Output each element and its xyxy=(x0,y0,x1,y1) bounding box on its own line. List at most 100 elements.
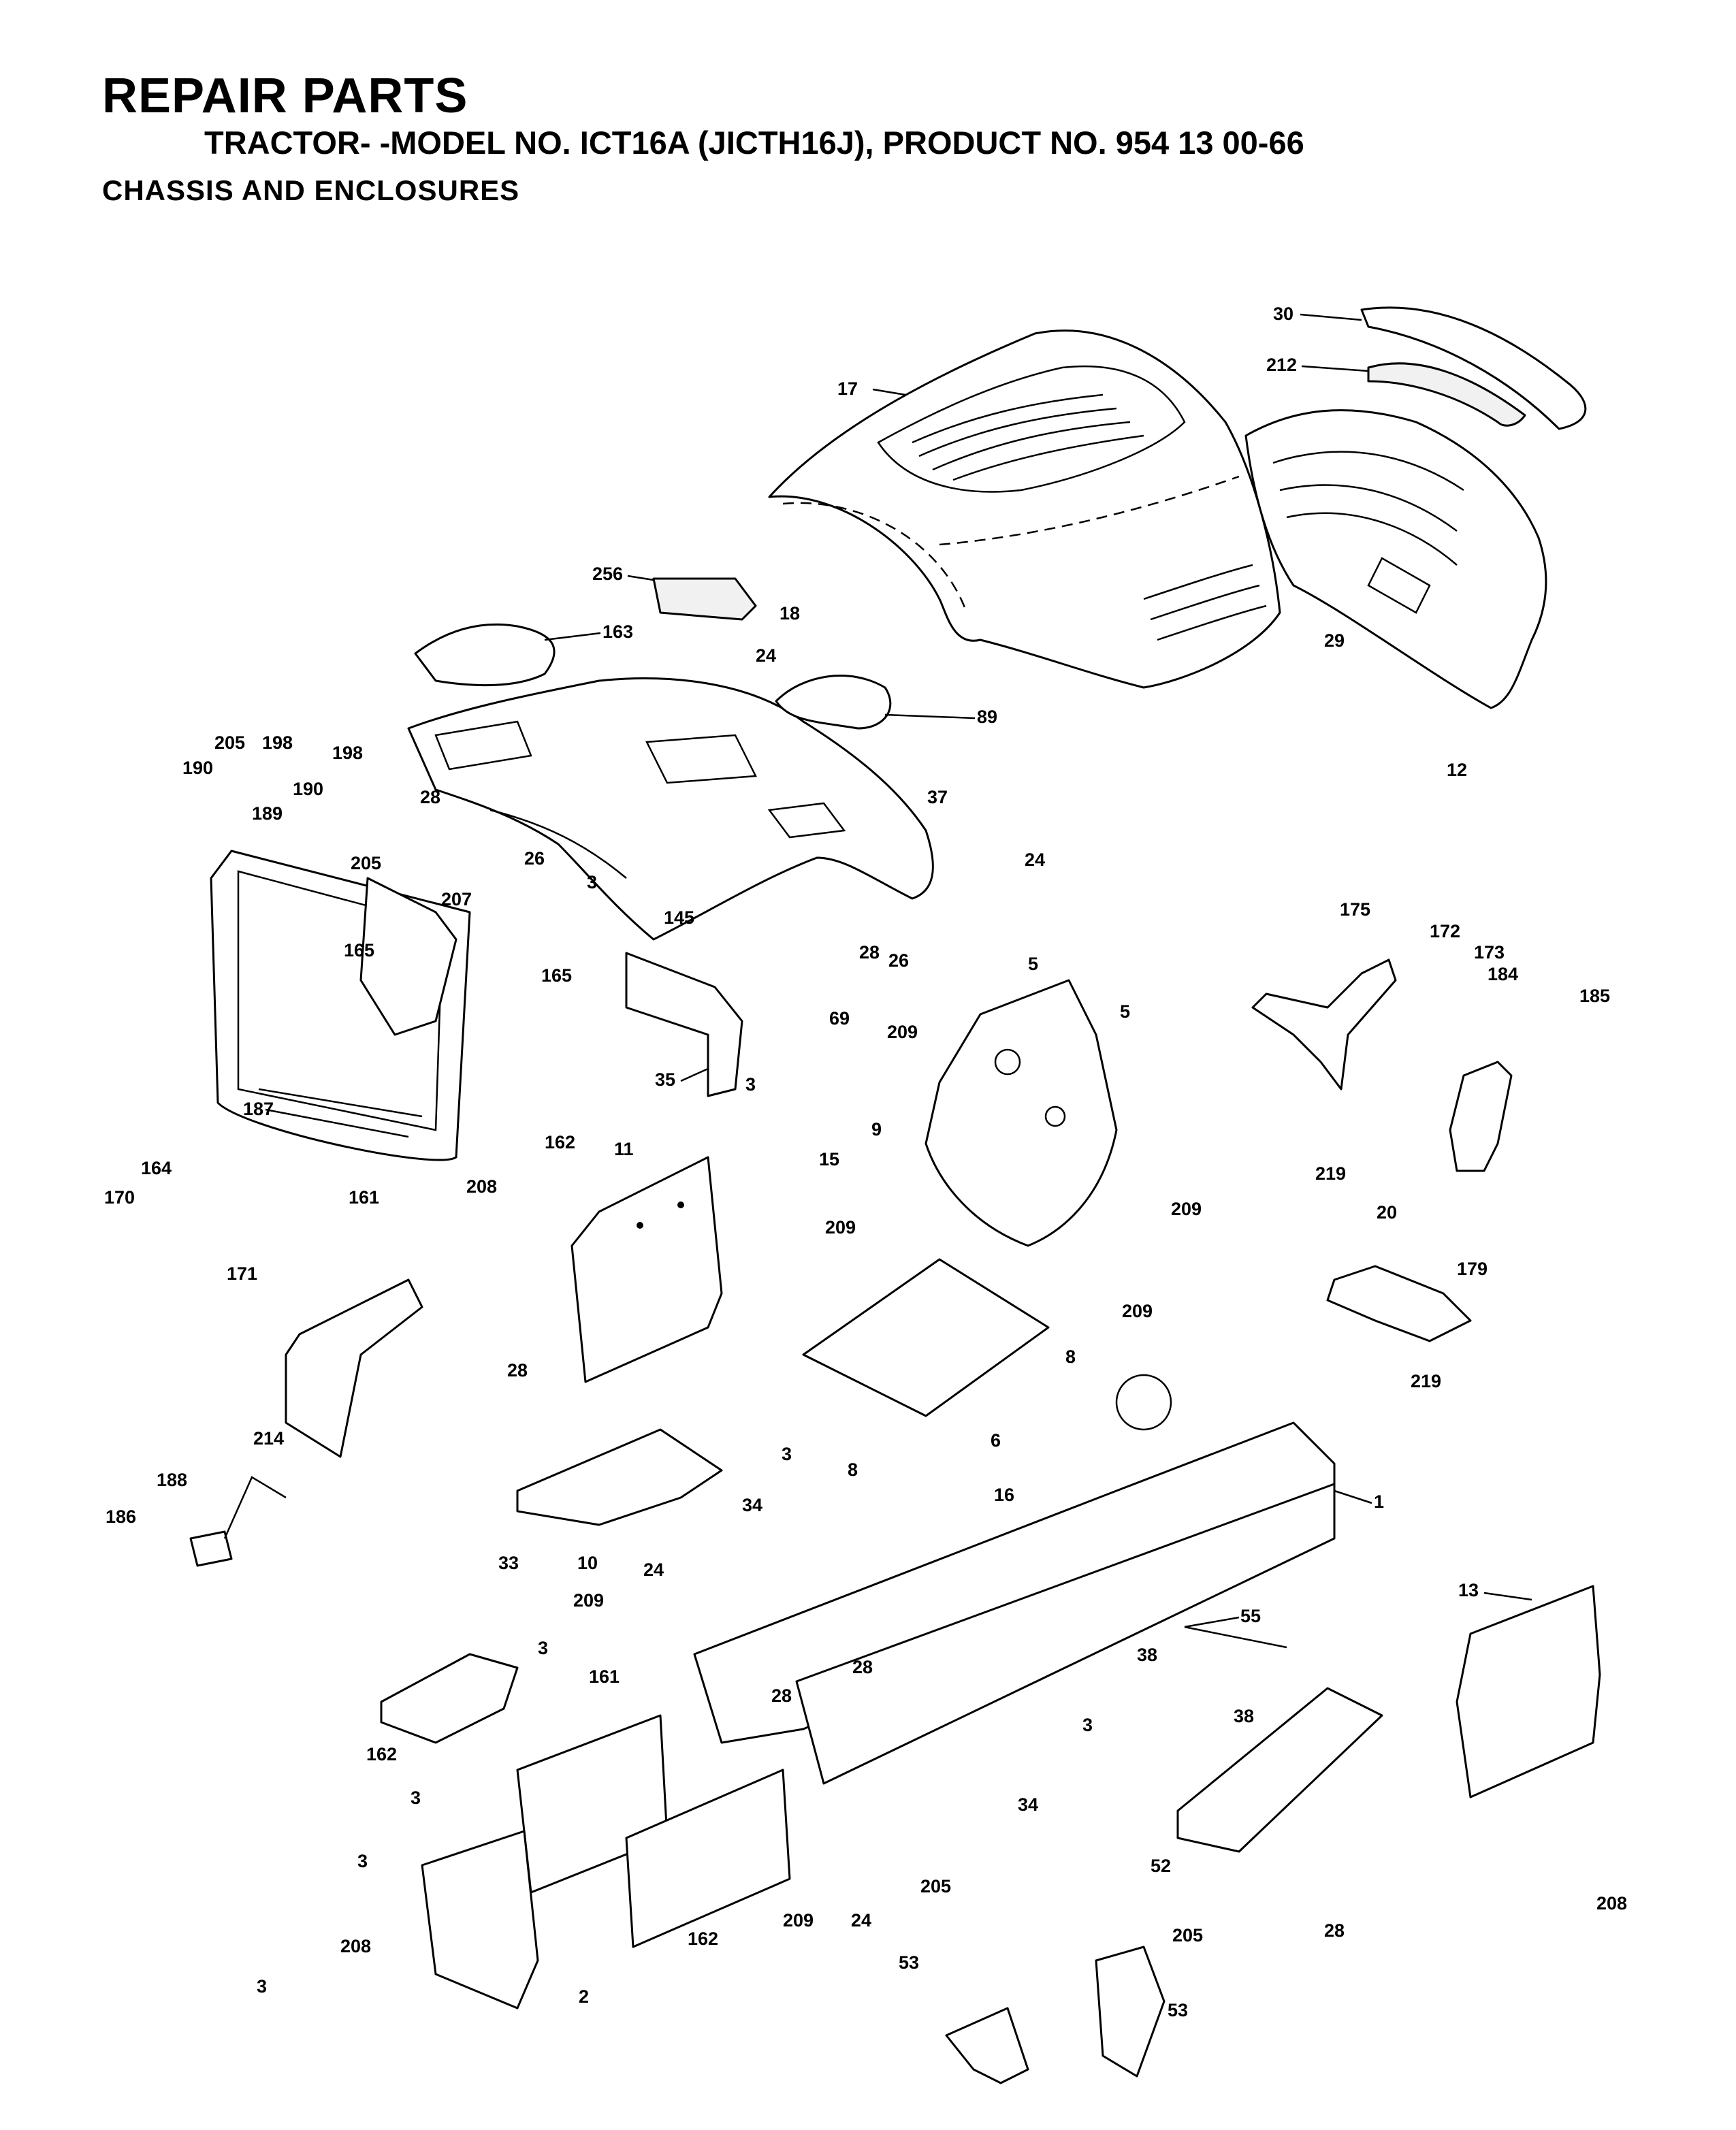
callout-187-b: 190 xyxy=(293,779,323,799)
bracket-164-part xyxy=(380,1653,519,1744)
bracket-20-part xyxy=(1326,1265,1472,1342)
bracket-55-part xyxy=(1449,1061,1513,1172)
footrest-34-part xyxy=(1176,1687,1383,1853)
side-panel-11-part xyxy=(570,1156,723,1383)
callout-170: 161 xyxy=(349,1187,379,1208)
dash-panel-part xyxy=(407,677,934,941)
callout-33: 33 xyxy=(498,1553,519,1573)
callout-12: 12 xyxy=(1447,760,1467,780)
callout-171-a: 165 xyxy=(344,940,374,961)
callout-186: 189 xyxy=(252,803,283,824)
callout-205-b: 205 xyxy=(1172,1925,1203,1946)
callout-24-d: 24 xyxy=(851,1910,871,1931)
callout-15: 15 xyxy=(819,1149,839,1169)
callout-184: 162 xyxy=(545,1132,575,1152)
grille-part xyxy=(1244,409,1547,709)
callout-53: 175 xyxy=(1340,899,1370,920)
callout-6: 6 xyxy=(991,1430,1001,1451)
callout-209-d: 209 xyxy=(1122,1301,1153,1321)
callout-5-a: 5 xyxy=(1028,954,1038,974)
callout-219-b: 219 xyxy=(1411,1371,1441,1391)
callout-164: 162 xyxy=(366,1744,397,1764)
callout-208-a: 208 xyxy=(466,1176,497,1197)
callout-175: 171 xyxy=(227,1263,257,1284)
callout-57: 185 xyxy=(1579,986,1610,1006)
callout-163: 162 xyxy=(688,1929,718,1949)
axle-bracket-2-part xyxy=(421,1830,539,2010)
callout-208-b: 208 xyxy=(1596,1893,1627,1914)
callout-5-b: 5 xyxy=(1120,1001,1130,1022)
bracket-53-part xyxy=(1251,958,1397,1091)
callout-256: 256 xyxy=(592,564,623,584)
callout-38-b: 53 xyxy=(1168,2000,1188,2020)
page-title: REPAIR PARTS xyxy=(102,69,468,123)
callout-38-a: 53 xyxy=(899,1952,919,1973)
callout-26-f: 28 xyxy=(1324,1920,1345,1941)
callout-3-h: 3 xyxy=(257,1976,267,1997)
callout-29: 30 xyxy=(1273,304,1293,324)
callout-188-a: 198 xyxy=(262,732,293,753)
callout-18: 18 xyxy=(779,603,800,624)
callout-37-a: 38 xyxy=(1137,1645,1157,1665)
callout-69: 69 xyxy=(829,1008,850,1029)
callout-189-a: 205 xyxy=(214,732,245,753)
shield-175-part xyxy=(285,1278,423,1458)
callout-198: 187 xyxy=(243,1099,274,1119)
callout-55: 184 xyxy=(1488,964,1518,984)
callout-28: 29 xyxy=(1324,630,1345,651)
hood-part xyxy=(768,329,1281,689)
callout-179: 188 xyxy=(157,1470,187,1490)
rod-179-part xyxy=(223,1476,287,1539)
plate-6-part xyxy=(802,1258,1050,1417)
footrest-33-part xyxy=(516,1428,723,1526)
callout-3-e: 3 xyxy=(1082,1715,1093,1735)
callout-54: 179 xyxy=(1457,1259,1488,1279)
callout-16: 16 xyxy=(994,1485,1014,1505)
callout-145: 55 xyxy=(1240,1606,1261,1626)
callout-3-g: 3 xyxy=(357,1851,368,1871)
section-heading: CHASSIS AND ENCLOSURES xyxy=(102,174,520,206)
callout-209-f: 209 xyxy=(783,1910,814,1931)
callout-3-b: 3 xyxy=(745,1074,756,1095)
callout-26-a: 28 xyxy=(420,787,440,807)
steering-support-part xyxy=(925,979,1118,1247)
callout-207: 208 xyxy=(340,1936,371,1956)
callout-189-b: 205 xyxy=(351,853,381,873)
main-frame-part xyxy=(693,1374,1336,1785)
cover-165-part xyxy=(414,623,556,687)
callout-212: 212 xyxy=(1266,355,1297,375)
callout-26-e: 28 xyxy=(771,1685,792,1706)
bracket-38-right-part xyxy=(1095,1946,1166,2078)
callout-214: 214 xyxy=(253,1428,284,1449)
callout-25-a: 26 xyxy=(524,848,545,869)
model-subtitle: TRACTOR- -MODEL NO. ICT16A (JICTH16J), P… xyxy=(204,125,1304,161)
callout-190: 207 xyxy=(441,889,472,909)
callout-20: 20 xyxy=(1377,1202,1397,1223)
callout-13: 13 xyxy=(1458,1580,1479,1600)
callout-26-d: 28 xyxy=(852,1657,873,1677)
rod-145-part xyxy=(1184,1626,1287,1649)
pedal-185-part xyxy=(189,1530,233,1567)
callout-3-f: 3 xyxy=(411,1788,421,1808)
callout-3-d: 3 xyxy=(538,1638,548,1658)
callout-3-a: 3 xyxy=(587,872,597,892)
callout-24-b: 24 xyxy=(1025,850,1045,870)
callout-209-e: 209 xyxy=(573,1590,604,1611)
callout-24-a: 24 xyxy=(756,645,776,666)
callout-1: 1 xyxy=(1374,1491,1384,1512)
callout-37-b: 38 xyxy=(1234,1706,1254,1726)
callout-11: 11 xyxy=(614,1139,634,1159)
callout-188-b: 198 xyxy=(332,743,363,763)
cover-256-part xyxy=(652,577,757,621)
callout-219-a: 219 xyxy=(1315,1163,1346,1184)
callout-209-a: 209 xyxy=(887,1022,918,1042)
callout-205-a: 205 xyxy=(920,1876,951,1897)
callout-173: 170 xyxy=(104,1187,135,1208)
callout-26-c: 28 xyxy=(507,1360,528,1381)
front-plate-163-part xyxy=(625,1769,791,1948)
callout-31: 35 xyxy=(655,1069,675,1090)
callout-209-c: 209 xyxy=(825,1217,856,1238)
callout-51: 172 xyxy=(1430,921,1460,941)
callout-26-b: 28 xyxy=(859,942,880,963)
